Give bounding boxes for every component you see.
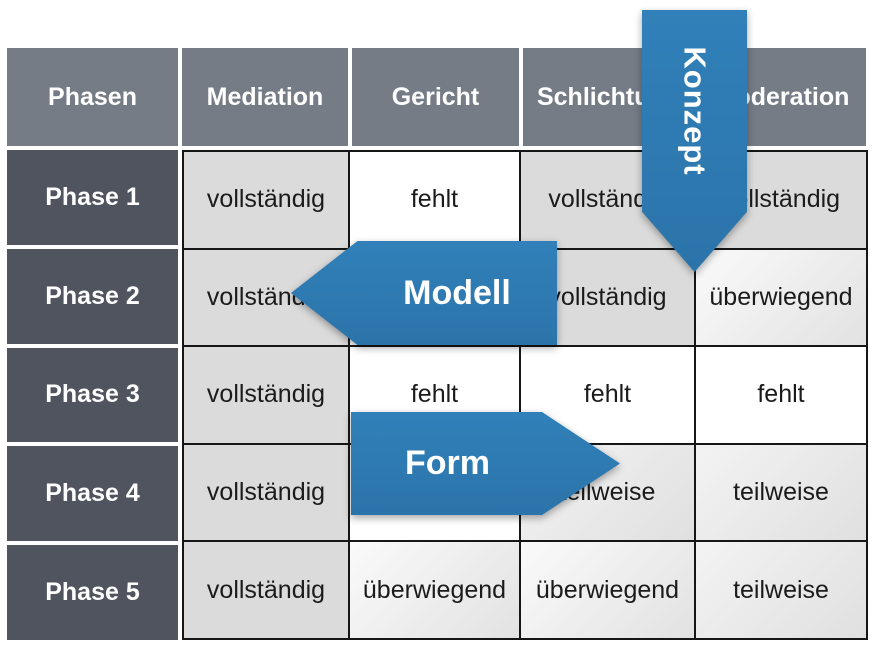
phase-label: Phase 1 [7, 146, 178, 245]
form-right-arrow: Form [351, 412, 620, 515]
value-cell: fehlt [696, 347, 866, 443]
down-arrow-shape: Konzept [642, 10, 747, 272]
value-cell: überwiegend [521, 542, 694, 638]
phase-label: Phase 4 [7, 442, 178, 542]
value-cell: vollständig [184, 542, 348, 638]
phase-label: Phase 3 [7, 343, 178, 443]
right-arrow-shape: Form [351, 412, 620, 515]
value-cell: vollständig [184, 152, 348, 248]
header-cell: Gericht [348, 48, 519, 146]
phase-label: Phase 2 [7, 244, 178, 344]
value-cell: fehlt [350, 152, 519, 248]
form-arrow-label: Form [405, 444, 490, 482]
value-cell: überwiegend [696, 249, 866, 346]
value-cell: teilweise [696, 444, 866, 541]
arrow-label-holder: Konzept [642, 10, 747, 212]
value-cell: vollständig [184, 444, 348, 541]
value-cell: vollständig [184, 249, 348, 346]
modell-arrow-label: Modell [403, 273, 511, 312]
modell-left-arrow: Modell [291, 241, 557, 345]
konzept-arrow-label: Konzept [677, 46, 713, 176]
value-cell: teilweise [696, 542, 866, 638]
konzept-down-arrow: Konzept [642, 10, 747, 272]
header-cell: Phasen [7, 48, 178, 146]
header-cell: Mediation [178, 48, 348, 146]
phase-label: Phase 5 [7, 541, 178, 640]
left-arrow-shape: Modell [291, 241, 557, 345]
value-cell: überwiegend [350, 542, 519, 638]
value-cell: vollständig [184, 347, 348, 443]
